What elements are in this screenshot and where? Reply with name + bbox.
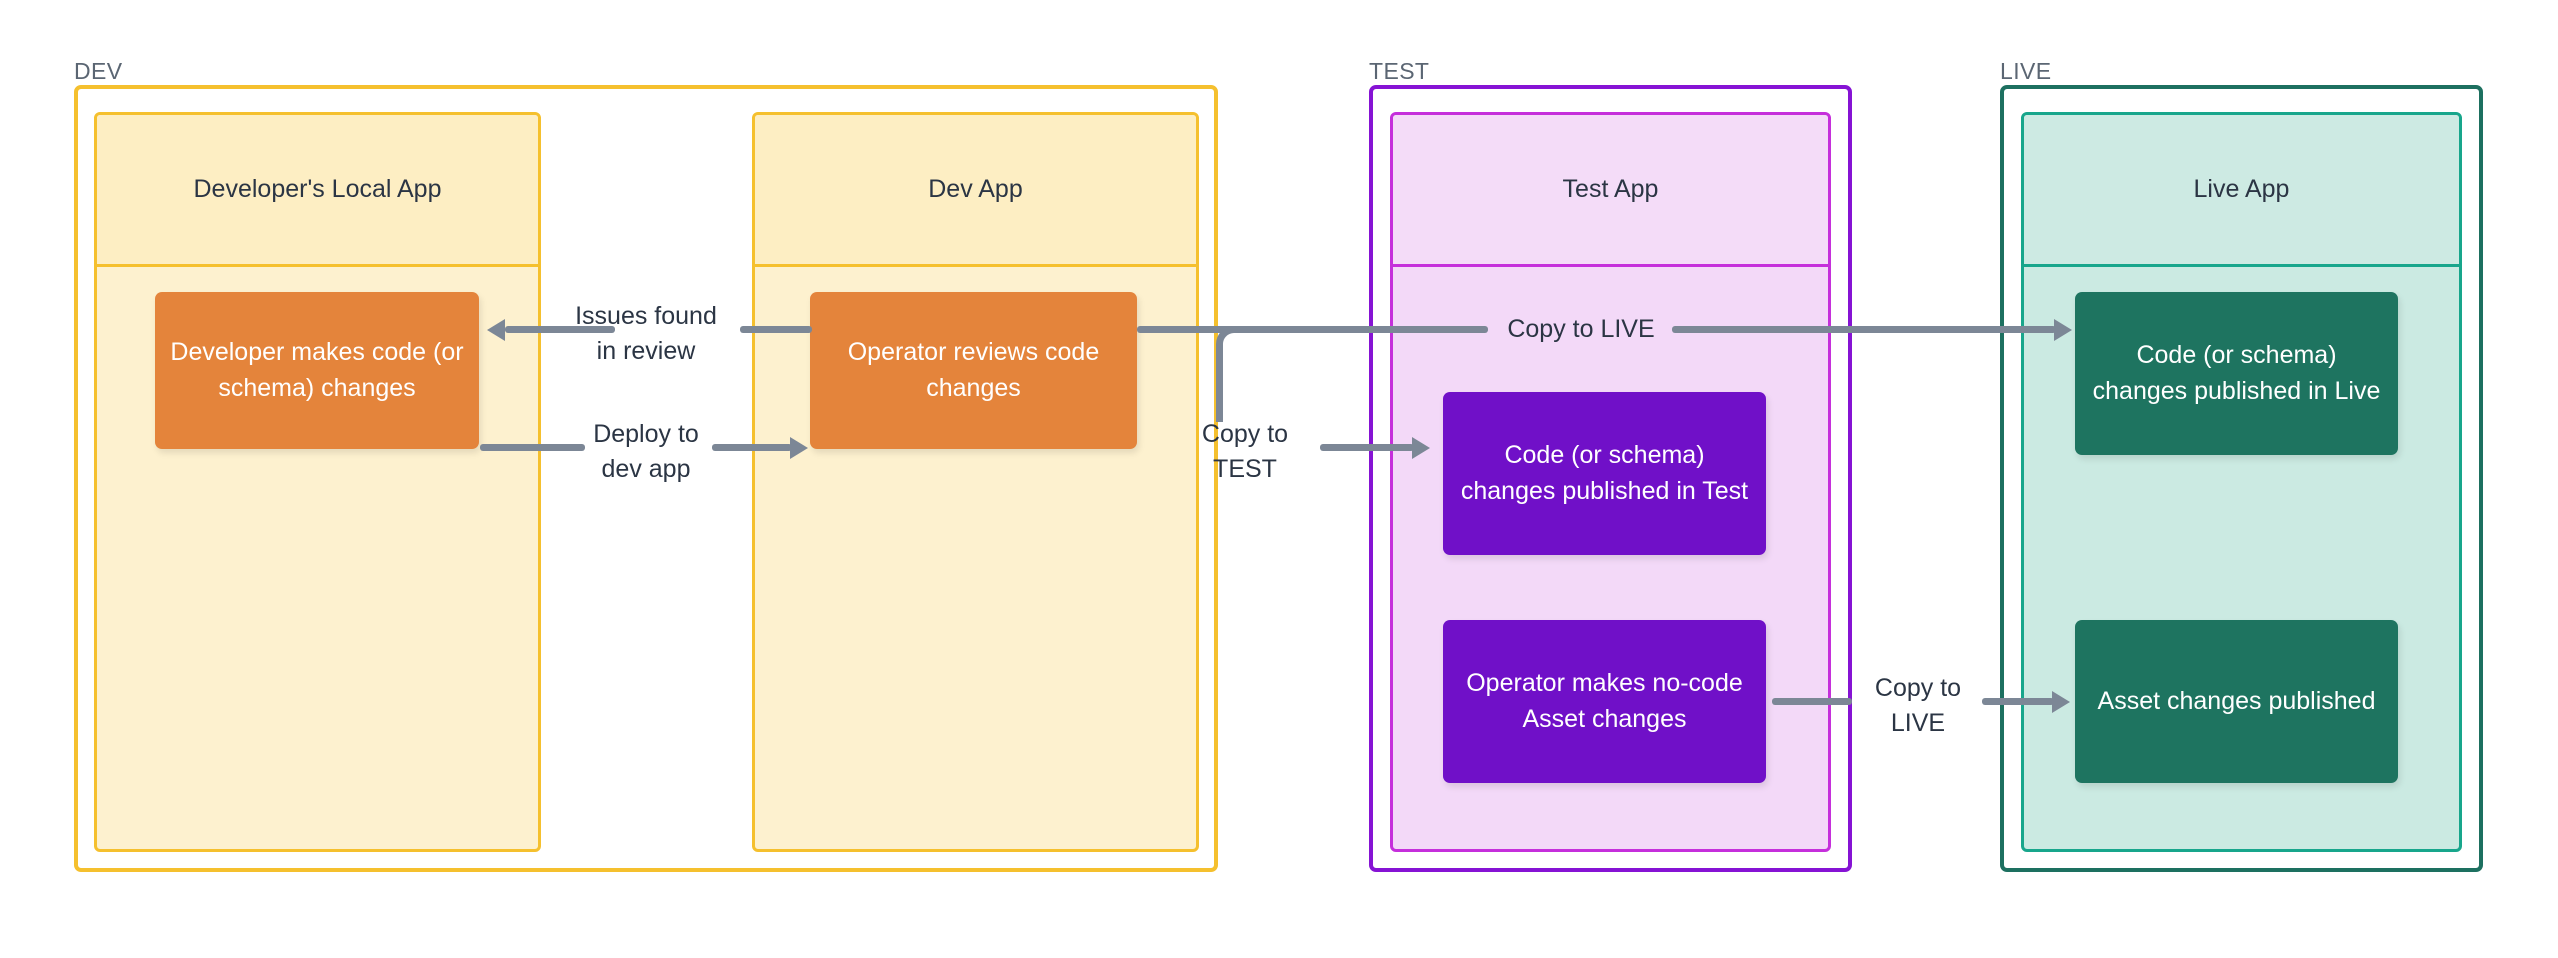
app-title-dev-app: Dev App: [755, 115, 1196, 267]
node-code-published-test[interactable]: Code (or schema) changes published in Te…: [1443, 392, 1766, 555]
arrowhead-issues-found: [487, 319, 505, 341]
env-label-live: LIVE: [2000, 58, 2052, 84]
app-title-live-app: Live App: [2024, 115, 2459, 267]
arrowhead-copy-to-test: [1412, 437, 1430, 459]
env-label-dev: DEV: [74, 58, 123, 84]
node-assets-published[interactable]: Asset changes published: [2075, 620, 2398, 783]
connector-copy-test-line: [1320, 444, 1414, 451]
app-card-dev-app: Dev App: [752, 112, 1199, 852]
edge-label-copy-to-live-assets: Copy to LIVE: [1874, 674, 1962, 737]
connector-deploy-line-right: [712, 444, 792, 451]
arrowhead-deploy-dev-app: [790, 437, 808, 459]
arrowhead-copy-to-live-assets: [2052, 691, 2070, 713]
app-title-test-app: Test App: [1393, 115, 1828, 267]
edge-label-copy-to-test: Copy to TEST: [1201, 420, 1289, 483]
connector-copy-live-line-right: [1672, 326, 2056, 333]
edge-label-deploy-dev-app: Deploy to dev app: [593, 420, 699, 483]
connector-issues-found-line-right: [740, 326, 812, 333]
node-dev-makes-changes[interactable]: Developer makes code (or schema) changes: [155, 292, 479, 449]
app-title-local-app: Developer's Local App: [97, 115, 538, 267]
node-operator-reviews[interactable]: Operator reviews code changes: [810, 292, 1137, 449]
connector-copy-live-assets-line-left: [1772, 698, 1852, 705]
app-card-local-app: Developer's Local App: [94, 112, 541, 852]
connector-issues-found-line-left: [505, 326, 615, 333]
connector-copy-live-assets-line-right: [1982, 698, 2054, 705]
node-operator-assets[interactable]: Operator makes no-code Asset changes: [1443, 620, 1766, 783]
arrowhead-copy-to-live-code: [2054, 319, 2072, 341]
env-label-test: TEST: [1369, 58, 1430, 84]
connector-copy-test-elbow: [1216, 326, 1252, 422]
node-code-published-live[interactable]: Code (or schema) changes published in Li…: [2075, 292, 2398, 455]
edge-label-copy-to-live-code: Copy to LIVE: [1507, 315, 1655, 343]
connector-deploy-line-left: [480, 444, 585, 451]
connector-copy-live-line-left: [1137, 326, 1488, 333]
edge-label-issues-found: Issues found in review: [575, 302, 717, 365]
